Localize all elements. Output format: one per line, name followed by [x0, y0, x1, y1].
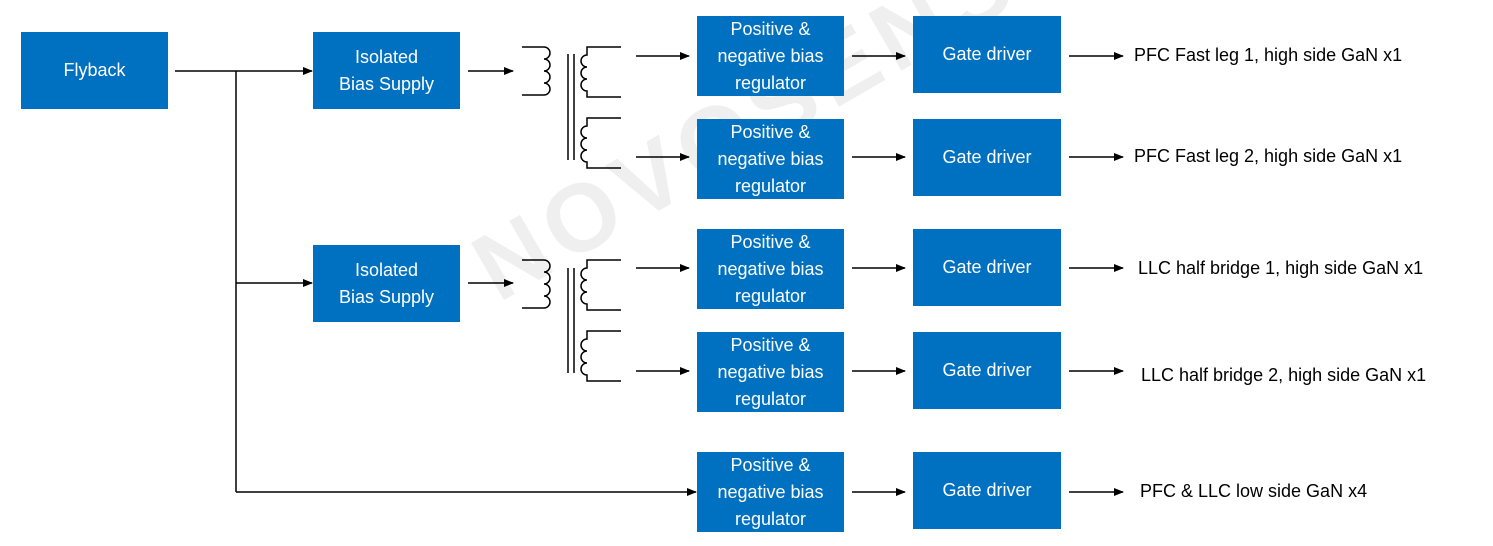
bias-regulator-2: Positive & negative bias regulator	[697, 119, 844, 199]
output-label-2: PFC Fast leg 2, high side GaN x1	[1134, 146, 1403, 166]
gate-driver-1: Gate driver	[913, 16, 1061, 93]
gate-driver-5: Gate driver	[913, 452, 1061, 529]
isolated-bias-supply-2: Isolated Bias Supply	[313, 245, 460, 322]
bias-regulator-5: Positive & negative bias regulator	[697, 452, 844, 532]
output-label-4: LLC half bridge 2, high side GaN x1	[1141, 365, 1427, 385]
transformer-1	[522, 46, 621, 169]
output-label-3: LLC half bridge 1, high side GaN x1	[1138, 258, 1424, 278]
flyback-block: Flyback	[21, 32, 168, 109]
output-label-1: PFC Fast leg 1, high side GaN x1	[1134, 45, 1403, 65]
transformer-2	[522, 259, 621, 382]
output-label-5: PFC & LLC low side GaN x4	[1140, 481, 1368, 501]
gate-driver-2: Gate driver	[913, 119, 1061, 196]
bias-regulator-1: Positive & negative bias regulator	[697, 16, 844, 96]
isolated-bias-supply-1: Isolated Bias Supply	[313, 32, 460, 109]
gate-driver-3: Gate driver	[913, 229, 1061, 306]
gate-driver-4: Gate driver	[913, 332, 1061, 409]
bias-regulator-3: Positive & negative bias regulator	[697, 229, 844, 309]
bias-regulator-4: Positive & negative bias regulator	[697, 332, 844, 412]
